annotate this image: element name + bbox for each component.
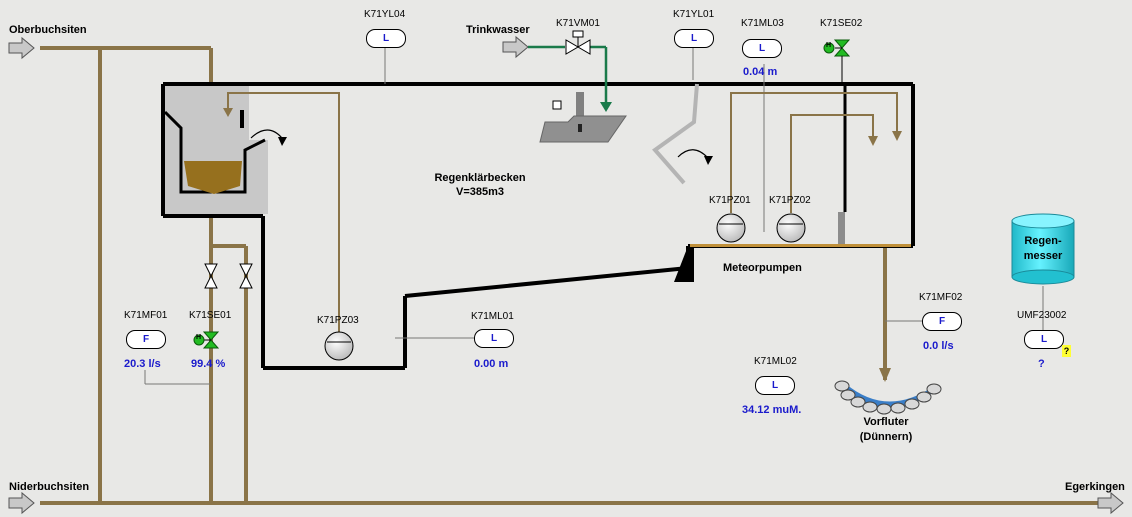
level-probe	[838, 212, 845, 244]
pipe-arrow-head	[879, 368, 891, 382]
tag-k71pz02: K71PZ02	[769, 195, 811, 206]
faceplate-button-k71yl04[interactable]: L	[366, 29, 406, 48]
value-k71mf02: 0.0 l/s	[923, 340, 954, 352]
label-niderbuchsiten: Niderbuchsiten	[9, 481, 90, 493]
pipe-arrow-head	[223, 108, 233, 117]
label-regenmesser-1: Regen-	[1024, 235, 1062, 247]
valve-k71vm01[interactable]	[565, 30, 591, 55]
overflow-arrow-head	[278, 137, 287, 146]
hand-badge-se01: H	[196, 334, 202, 341]
inlet-arrow-niderbuchsiten	[8, 491, 35, 515]
pipe-arrow-head	[868, 136, 878, 146]
status-badge-unknown: ?	[1062, 345, 1071, 357]
tag-k71vm01: K71VM01	[556, 18, 600, 29]
label-vorfluter: Vorfluter	[863, 416, 909, 428]
tag-k71se02: K71SE02	[820, 18, 863, 29]
inlet-arrow-oberbuchsiten	[8, 36, 35, 60]
cleaning-device	[539, 115, 627, 143]
pump-k71pz02[interactable]	[776, 213, 806, 243]
faceplate-button-k71ml02[interactable]: L	[755, 376, 795, 395]
label-regenmesser-2: messer	[1023, 250, 1063, 262]
overflow-arrow	[250, 129, 283, 139]
label-oberbuchsiten: Oberbuchsiten	[9, 24, 87, 36]
faceplate-button-k71ml03[interactable]: L	[742, 39, 782, 58]
control-valve-k71se01[interactable]	[193, 331, 220, 349]
label-vorfluter-sub: (Dünnern)	[859, 431, 913, 443]
faceplate-button-k71mf02[interactable]: F	[922, 312, 962, 331]
basin-wall-fill	[674, 246, 694, 282]
value-k71ml03: 0.04 m	[743, 66, 778, 78]
value-k71ml01: 0.00 m	[474, 358, 509, 370]
vorfluter-pond-icon	[834, 380, 942, 415]
tag-k71ml03: K71ML03	[741, 18, 784, 29]
tag-k71ml01: K71ML01	[471, 311, 514, 322]
pipe-arrow-head	[892, 131, 902, 141]
tag-k71yl04: K71YL04	[364, 9, 406, 20]
water-arrow-head	[600, 102, 612, 112]
hand-valve-right[interactable]	[239, 263, 253, 289]
faceplate-button-k71ml01[interactable]: L	[474, 329, 514, 348]
faceplate-button-k71yl01[interactable]: L	[674, 29, 714, 48]
tag-k71pz01: K71PZ01	[709, 195, 751, 206]
hand-badge-se02: H	[826, 42, 832, 49]
tag-k71ml02: K71ML02	[754, 356, 797, 367]
tag-k71mf01: K71MF01	[124, 310, 168, 321]
faceplate-button-k71mf01[interactable]: F	[126, 330, 166, 349]
value-k71se01: 99.4 %	[191, 358, 226, 370]
weir-plate	[240, 110, 244, 128]
tag-leaders	[144, 48, 1044, 385]
cleaning-device-shaft	[576, 92, 584, 122]
hand-valve-left[interactable]	[204, 263, 218, 289]
sludge-funnel	[184, 161, 242, 194]
tag-umf23002: UMF23002	[1017, 310, 1067, 321]
pump-k71pz03[interactable]	[324, 331, 354, 361]
tag-k71se01: K71SE01	[189, 310, 232, 321]
value-umf23002: ?	[1038, 358, 1045, 370]
value-k71mf01: 20.3 l/s	[124, 358, 161, 370]
basin-name: Regenklärbecken	[434, 172, 526, 184]
outlet-arrow-egerkingen	[1097, 491, 1124, 515]
faceplate-button-umf23002[interactable]: L	[1024, 330, 1064, 349]
pump-room-floor	[690, 244, 911, 247]
value-k71ml02: 34.12 muM.	[742, 404, 802, 416]
gate-motion-arrow	[677, 149, 709, 159]
inlet-arrow-trinkwasser	[502, 35, 529, 59]
tag-k71mf02: K71MF02	[919, 292, 963, 303]
control-valve-k71se02[interactable]	[823, 39, 851, 57]
tag-k71pz03: K71PZ03	[317, 315, 359, 326]
cleaning-device-pin	[578, 124, 582, 132]
basin-volume: V=385m3	[455, 186, 504, 198]
gate-motion-arrow-head	[704, 156, 713, 165]
pump-discharge-pipes	[730, 92, 898, 213]
equipment-indicator	[552, 100, 562, 110]
pump-k71pz01[interactable]	[716, 213, 746, 243]
label-egerkingen: Egerkingen	[1065, 481, 1125, 493]
label-trinkwasser: Trinkwasser	[466, 24, 530, 36]
rain-gauge-icon	[1011, 213, 1075, 285]
return-pipe-pz03	[227, 92, 340, 338]
label-meteorpumpen: Meteorpumpen	[723, 262, 802, 274]
swing-gate-k71yl01[interactable]	[652, 83, 699, 185]
tag-k71yl01: K71YL01	[673, 9, 715, 20]
